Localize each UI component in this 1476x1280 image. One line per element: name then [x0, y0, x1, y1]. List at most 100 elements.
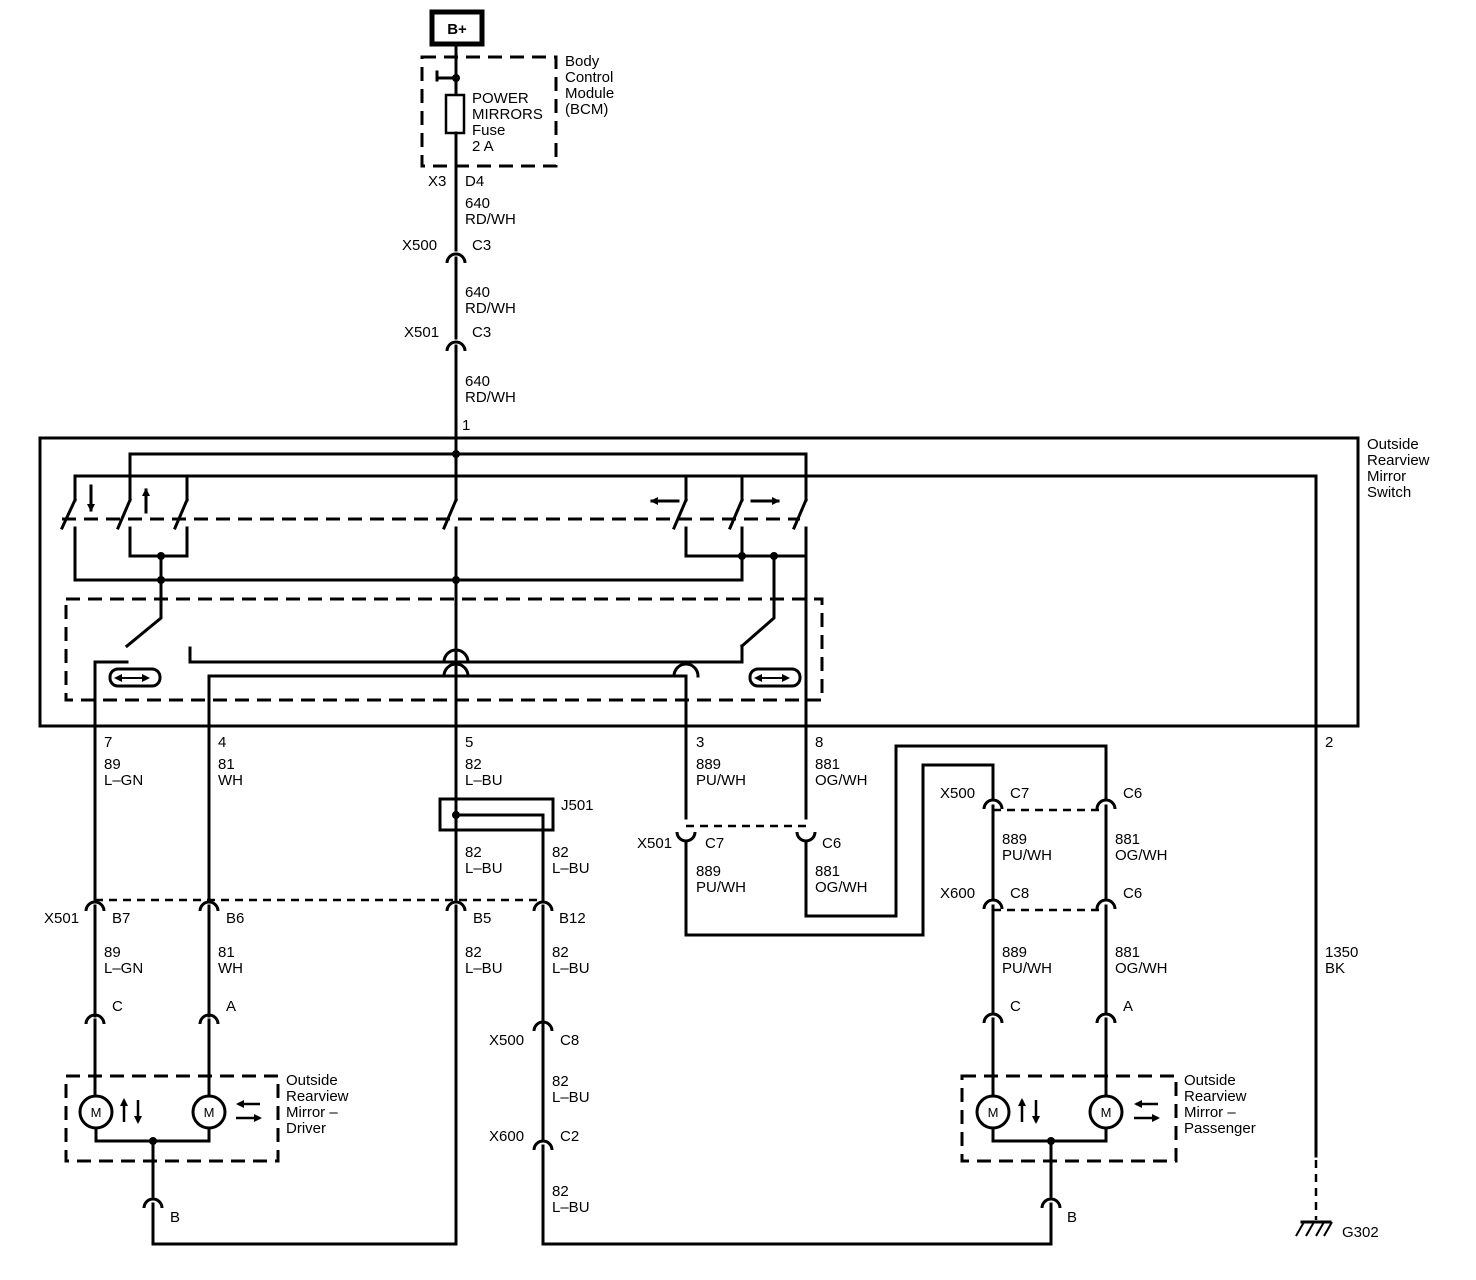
passenger-motor-updown: M [975, 1094, 1011, 1130]
pass-name-line-2: Rearview [1184, 1088, 1247, 1105]
mirror-switch: Outside Rearview Mirror Switch [38, 436, 1430, 728]
out-4-num: 81 [218, 756, 235, 773]
fuse-label-line-1: POWER [472, 90, 529, 107]
switch-name-line-3: Mirror [1367, 468, 1406, 485]
pass-pin-b: B [1067, 1209, 1077, 1226]
splice-a-num: 82 [465, 844, 482, 861]
out-8-num: 881 [815, 756, 840, 773]
splice-a-color: L–BU [465, 860, 503, 877]
bcm-connector-label: X3 [428, 173, 446, 190]
ret-below-color: L–BU [552, 1199, 590, 1216]
pass-pin-a: A [1123, 998, 1133, 1015]
fuse-label-line-3: Fuse [472, 122, 505, 139]
pass-below-881-num: 881 [1115, 944, 1140, 961]
power-source-b-plus: B+ [429, 9, 485, 47]
pass-x600-pin-c8: C8 [1010, 885, 1029, 902]
splice-b-color: L–BU [552, 860, 590, 877]
x501-pin-b12: B12 [559, 910, 586, 927]
feed-circuit-2-num: 640 [465, 284, 490, 301]
drv-name-line-3: Mirror – [286, 1104, 338, 1121]
out-8-color: OG/WH [815, 772, 868, 789]
pass-x501-881-num: 881 [815, 863, 840, 880]
switch-name-line-2: Rearview [1367, 452, 1430, 469]
ret-below-num: 82 [552, 1183, 569, 1200]
pass-mid-881-color: OG/WH [1115, 847, 1168, 864]
out-4-color: WH [218, 772, 243, 789]
out-5-color: L–BU [465, 772, 503, 789]
ground-circuit-num: 1350 [1325, 944, 1358, 961]
pass-below-889-color: PU/WH [1002, 960, 1052, 977]
pass-pin-c: C [1010, 998, 1021, 1015]
x501-pass-pin-c6: C6 [822, 835, 841, 852]
drv-pin-b: B [170, 1209, 180, 1226]
connector-x500-c3: X500 C3 [402, 237, 491, 340]
x501-pass-name: X501 [637, 835, 672, 852]
ret-x500-pin: C8 [560, 1032, 579, 1049]
x500-pin: C3 [472, 237, 491, 254]
feed-circuit-1-color: RD/WH [465, 211, 516, 228]
pass-x501-889-color: PU/WH [696, 879, 746, 896]
pass-x501-881-color: OG/WH [815, 879, 868, 896]
drv-b5-color: L–BU [465, 960, 503, 977]
ground-name: G302 [1342, 1224, 1379, 1241]
out-pin-5: 5 [465, 734, 473, 751]
x500-name: X500 [402, 237, 437, 254]
connector-x501-passenger: X501 C7 C6 [637, 824, 841, 852]
switch-name-line-4: Switch [1367, 484, 1411, 501]
feed-circuit-2-color: RD/WH [465, 300, 516, 317]
driver-motor-leftright: M [191, 1094, 227, 1130]
ret-x600-pin: C2 [560, 1128, 579, 1145]
connector-x501-c3: X501 C3 [404, 324, 491, 456]
drv-b5-num: 82 [465, 944, 482, 961]
motor-label: M [204, 1105, 215, 1120]
bcm-name-line-1: Body [565, 53, 600, 70]
mirror-passenger: Outside Rearview Mirror – Passenger M M [960, 1072, 1256, 1198]
splice-j501: J501 [438, 797, 594, 896]
fuse-label-line-2: MIRRORS [472, 106, 543, 123]
ground-circuit-color: BK [1325, 960, 1345, 977]
connector-x600-c2: X600 C2 [489, 1128, 579, 1151]
pass-mid-881-num: 881 [1115, 831, 1140, 848]
x501-pin: C3 [472, 324, 491, 341]
ground-g302-icon [1295, 1220, 1333, 1237]
motor-label: M [1101, 1105, 1112, 1120]
connector-x500-c8: X500 C8 [489, 1020, 579, 1049]
connector-x600-passenger: X600 C8 C6 [940, 885, 1142, 912]
out-3-num: 889 [696, 756, 721, 773]
motor-label: M [988, 1105, 999, 1120]
switch-name-line-1: Outside [1367, 436, 1419, 453]
x501-pass-pin-c7: C7 [705, 835, 724, 852]
drv-c-color: L–GN [104, 960, 143, 977]
bcm-name-line-4: (BCM) [565, 101, 608, 118]
bcm-pin-label: D4 [465, 173, 484, 190]
feed-circuit-3-num: 640 [465, 373, 490, 390]
drv-pin-c: C [112, 998, 123, 1015]
drv-a-color: WH [218, 960, 243, 977]
pass-x600-pin-c6: C6 [1123, 885, 1142, 902]
selector-right-icon [748, 667, 802, 688]
out-7-color: L–GN [104, 772, 143, 789]
pass-mid-889-num: 889 [1002, 831, 1027, 848]
x501-pin-b6: B6 [226, 910, 244, 927]
drv-b12-color: L–BU [552, 960, 590, 977]
splice-b-num: 82 [552, 844, 569, 861]
selector-left-icon [108, 667, 162, 688]
drv-name-line-4: Driver [286, 1120, 326, 1137]
ret-mid-num: 82 [552, 1073, 569, 1090]
x501-pin-b7: B7 [112, 910, 130, 927]
x501-pin-b5: B5 [473, 910, 491, 927]
pass-x500-pin-c6: C6 [1123, 785, 1142, 802]
bcm-module: Body Control Module (BCM) [420, 53, 614, 168]
power-label: B+ [447, 21, 467, 38]
out-pin-3: 3 [696, 734, 704, 751]
motor-label: M [91, 1105, 102, 1120]
pass-x501-889-num: 889 [696, 863, 721, 880]
drv-name-line-2: Rearview [286, 1088, 349, 1105]
power-mirrors-fuse: POWER MIRRORS Fuse 2 A [444, 90, 543, 155]
out-7-num: 89 [104, 756, 121, 773]
pass-x500-pin-c7: C7 [1010, 785, 1029, 802]
out-3-color: PU/WH [696, 772, 746, 789]
pass-name-line-4: Passenger [1184, 1120, 1256, 1137]
pass-below-881-color: OG/WH [1115, 960, 1168, 977]
